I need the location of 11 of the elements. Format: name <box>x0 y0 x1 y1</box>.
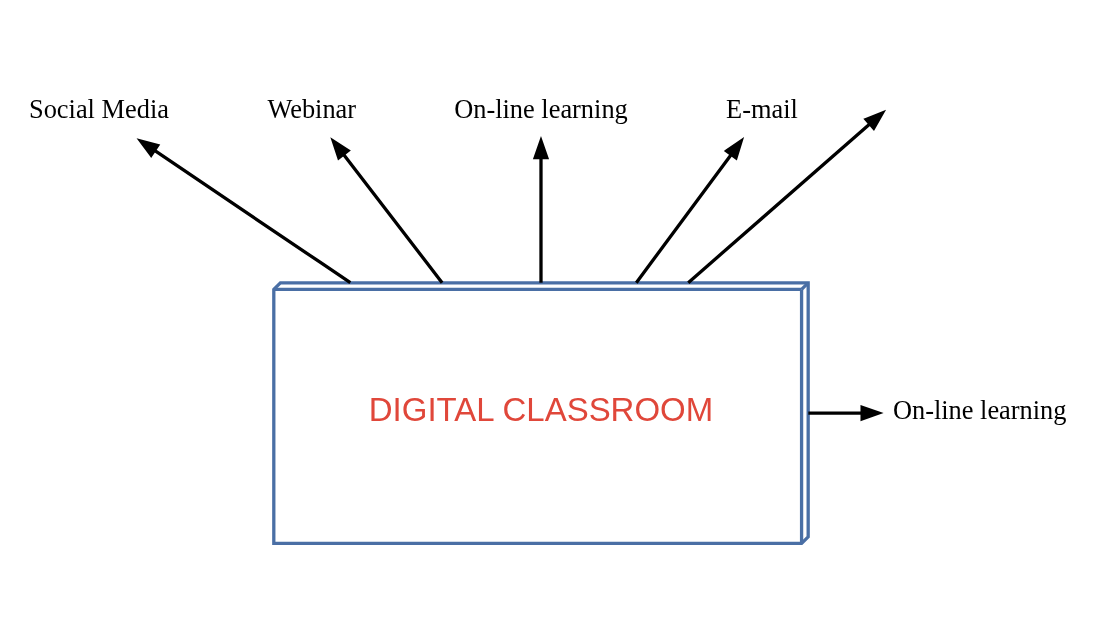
node-text: On-line learning <box>892 394 1067 425</box>
node-text: Social Media <box>29 93 169 124</box>
node-text: Webinar <box>267 93 357 124</box>
node-text: On-line learning <box>454 93 628 124</box>
arrow <box>330 136 444 284</box>
arrow <box>808 404 884 421</box>
arrow <box>136 137 352 284</box>
arrow <box>635 136 745 284</box>
node-text: E-mail <box>726 93 798 124</box>
arrow <box>687 109 887 284</box>
arrow <box>532 135 550 283</box>
